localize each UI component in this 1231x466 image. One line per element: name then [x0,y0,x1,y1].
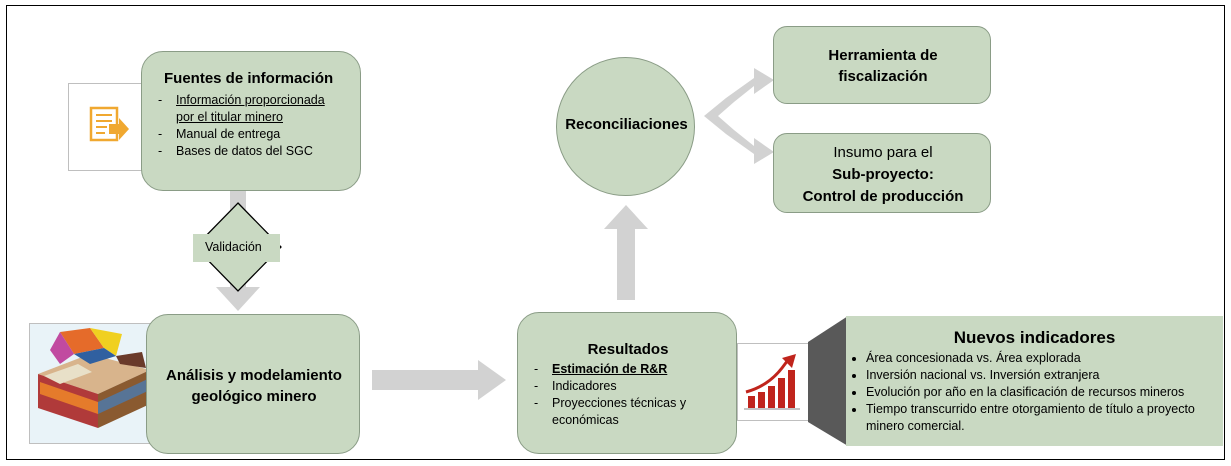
nuevos-indicadores-title: Nuevos indicadores [953,328,1116,347]
analisis-box: Análisis y modelamiento geológico minero [146,314,360,454]
insumo-line3: Control de producción [802,188,964,205]
chart-icon-box [737,343,809,421]
nuevos-indicadores-list: Área concesionada vs. Área explorada Inv… [850,350,1226,435]
fuentes-box: Fuentes de información Información propo… [141,51,361,191]
reconciliaciones-circle: Reconciliaciones [556,57,695,196]
funnel-connector [808,316,848,446]
document-icon-box [68,83,146,171]
list-item: Tiempo transcurrido entre otorgamiento d… [866,401,1226,435]
arrow-up-connector [617,228,635,300]
resultados-list: Estimación de R&R Indicadores Proyeccion… [522,361,727,429]
reconciliaciones-label: Reconciliaciones [565,116,688,133]
herramienta-box: Herramienta de fiscalización [773,26,991,104]
fuentes-list: Información proporcionada por el titular… [146,92,346,160]
split-arrow [704,68,774,164]
list-item: Estimación de R&R [522,361,727,378]
diagram-frame [6,5,1225,460]
arrow-right-connector [372,370,482,390]
arrow-right-head [478,360,506,400]
insumo-box: Insumo para el Sub-proyecto: Control de … [773,133,991,213]
list-item: Manual de entrega [146,126,346,143]
analisis-title: Análisis y modelamiento geológico minero [166,367,342,405]
list-item: Inversión nacional vs. Inversión extranj… [866,367,1226,384]
herramienta-label: Herramienta de fiscalización [828,47,938,85]
resultados-title: Resultados [587,341,669,358]
arrow-down-head [216,287,260,311]
nuevos-indicadores-box: Nuevos indicadores Área concesionada vs.… [846,316,1223,446]
list-item: Evolución por año en la clasificación de… [866,384,1226,401]
list-item: Bases de datos del SGC [146,143,346,160]
list-item: Área concesionada vs. Área explorada [866,350,1226,367]
insumo-line2: Sub-proyecto: [832,166,934,183]
geological-image-box [29,323,156,444]
fuentes-title: Fuentes de información [164,70,334,87]
document-arrow-icon [89,106,129,142]
resultados-box: Resultados Estimación de R&R Indicadores… [517,312,737,454]
geological-model-icon [38,328,150,428]
validation-label: Validación [205,240,262,254]
list-item: Indicadores [522,378,727,395]
insumo-line1: Insumo para el [833,144,933,161]
validation-label-box: Validación [193,234,280,262]
arrow-up-head [604,205,648,229]
growth-chart-icon [744,354,800,410]
list-item: Proyecciones técnicas y económicas [522,395,727,429]
list-item: Información proporcionada por el titular… [146,92,346,126]
